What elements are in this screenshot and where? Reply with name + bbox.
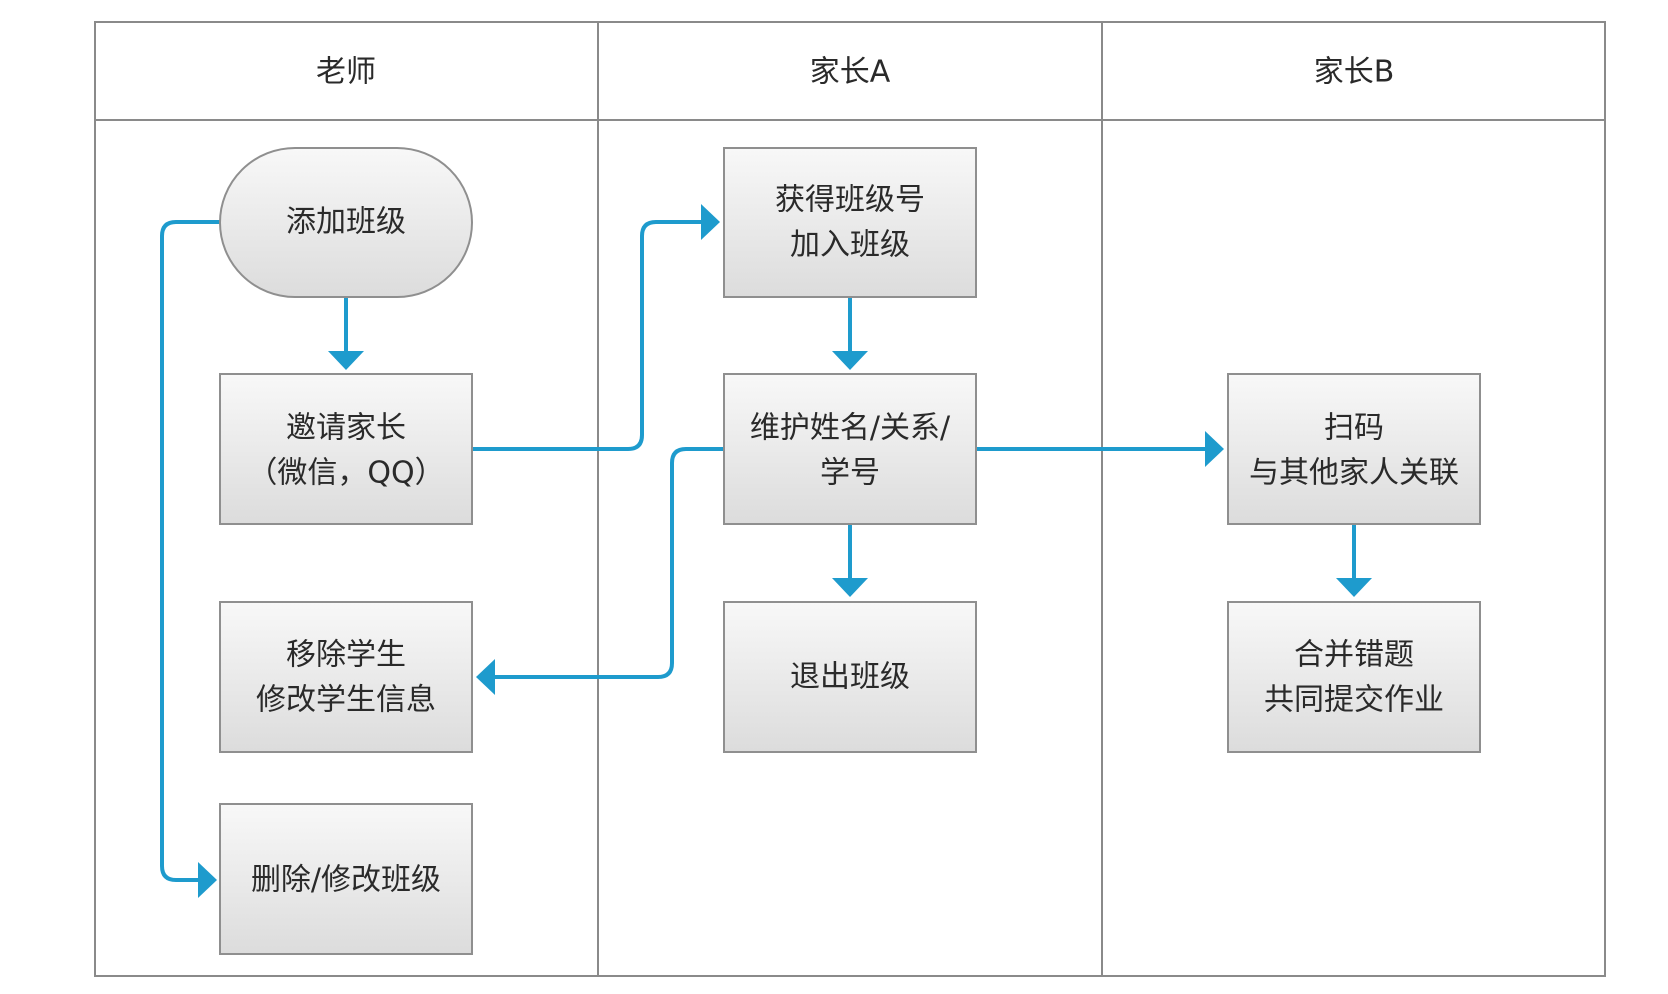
node-shape — [219, 147, 473, 298]
node-maintain-info[interactable]: 维护姓名/关系/ 学号 — [723, 373, 977, 525]
node-shape — [1227, 601, 1481, 753]
node-label: 移除学生 — [286, 638, 406, 673]
node-delete-class[interactable]: 删除/修改班级 — [219, 803, 473, 955]
edge-add-class-to-delete — [160, 220, 220, 882]
node-shape — [723, 601, 977, 753]
connectors — [160, 204, 1372, 898]
node-label: 获得班级号 — [775, 183, 925, 218]
lane-header-parent-b: 家长B — [1314, 55, 1395, 90]
node-shape — [219, 803, 473, 955]
node-shape — [723, 373, 977, 525]
node-add-class[interactable]: 添加班级 — [219, 147, 473, 298]
node-merge-errors[interactable]: 合并错题 共同提交作业 — [1227, 601, 1481, 753]
node-label: 维护姓名/关系/ — [750, 411, 951, 446]
node-label: 学号 — [820, 456, 880, 491]
lane-header-parent-a: 家长A — [810, 55, 891, 90]
node-label: （微信，QQ） — [247, 456, 444, 491]
arrowhead-right — [701, 204, 720, 240]
arrowhead-down — [832, 351, 868, 370]
swimlane-frame — [94, 21, 1606, 977]
node-join-class[interactable]: 获得班级号 加入班级 — [723, 147, 977, 298]
arrowhead-down — [1336, 578, 1372, 597]
node-label: 添加班级 — [286, 205, 406, 240]
node-label: 与其他家人关联 — [1249, 456, 1459, 491]
arrowhead-right — [1205, 431, 1224, 467]
node-shape — [219, 373, 473, 525]
node-invite-parents[interactable]: 邀请家长 （微信，QQ） — [219, 373, 473, 525]
node-scan-code[interactable]: 扫码 与其他家人关联 — [1227, 373, 1481, 525]
edge-maintain-to-remove — [494, 447, 724, 679]
node-label: 共同提交作业 — [1264, 683, 1444, 718]
node-shape — [1227, 373, 1481, 525]
lane-headers: 老师 家长A 家长B — [316, 55, 1394, 90]
lane-header-teacher: 老师 — [316, 55, 376, 90]
node-label: 合并错题 — [1294, 638, 1414, 673]
arrowhead-down — [328, 351, 364, 370]
node-quit-class[interactable]: 退出班级 — [723, 601, 977, 753]
node-label: 修改学生信息 — [256, 683, 436, 718]
node-label: 扫码 — [1324, 411, 1384, 446]
node-label: 删除/修改班级 — [251, 863, 441, 898]
nodes: 添加班级 邀请家长 （微信，QQ） 移除学生 修改学生信息 删除/修改班级 获得… — [219, 147, 1481, 955]
swimlane-outer-border — [94, 21, 1606, 977]
node-remove-student[interactable]: 移除学生 修改学生信息 — [219, 601, 473, 753]
node-label: 退出班级 — [790, 660, 910, 695]
arrowhead-right — [198, 862, 217, 898]
edge-invite-to-join — [472, 220, 704, 451]
node-label: 邀请家长 — [286, 411, 406, 446]
node-shape — [723, 147, 977, 298]
node-shape — [219, 601, 473, 753]
arrowhead-down — [832, 578, 868, 597]
arrowhead-left — [476, 659, 495, 695]
node-label: 加入班级 — [790, 228, 910, 263]
